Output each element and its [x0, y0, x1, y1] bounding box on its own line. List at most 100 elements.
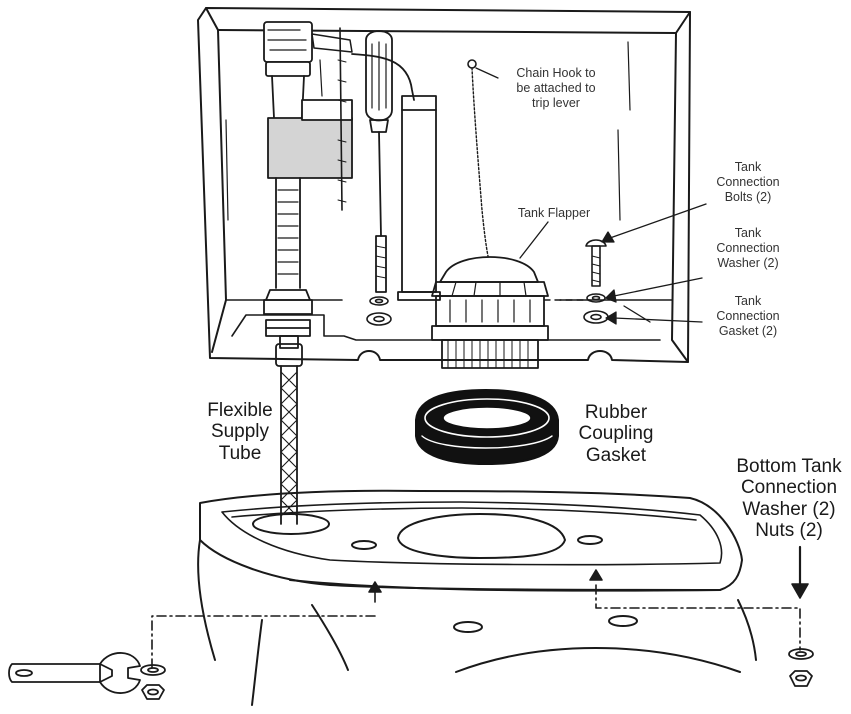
- flush-handle-grip: [365, 30, 393, 122]
- left-inner-washer-hole: [374, 298, 384, 304]
- right-bottom-hardware: [788, 648, 814, 687]
- flush-valve-spud-threads: [447, 339, 529, 369]
- left-bottom-washer: [140, 664, 166, 676]
- flexible-supply-tube-drawing: [275, 343, 303, 525]
- bottom-connection-arrow-head: [791, 583, 809, 599]
- flush-valve-body: [435, 295, 545, 327]
- wrench: [8, 652, 141, 694]
- tank-floor-lip: [231, 314, 661, 341]
- coupling-gasket-ring-highlight: [424, 398, 550, 438]
- right-up-arrow-head: [589, 569, 603, 581]
- bowl-bolt-hole-left: [351, 540, 377, 550]
- wrench-handle-slot: [15, 669, 33, 677]
- fill-valve-refill-arm: [311, 33, 353, 53]
- bowl-body-curve-3: [455, 647, 741, 673]
- fill-valve-threaded-tube: [275, 177, 301, 289]
- tank-gasket-leader: [613, 317, 703, 323]
- left-bolt-path: [151, 615, 376, 669]
- fill-valve-adjust-rod-threads: [337, 59, 347, 203]
- tank-inner-hardware-right: [583, 239, 609, 324]
- chain-links: [471, 67, 489, 257]
- fill-valve-collar: [265, 61, 311, 77]
- left-up-arrow-head: [368, 581, 382, 593]
- flush-valve: [431, 256, 549, 369]
- tank-connection-gasket-line-2: Connection: [716, 308, 780, 323]
- flush-handle-grip-ridges: [371, 41, 387, 111]
- right-bottom-nut-hole: [795, 674, 807, 682]
- left-inner-gasket-hole: [373, 315, 385, 323]
- tank-connection-gasket-line-1: Tank: [734, 294, 762, 308]
- tank-back-texture-3: [617, 129, 621, 221]
- wrench-jaw: [99, 652, 141, 694]
- fill-valve-base-nut: [263, 289, 313, 315]
- flush-handle-shaft: [378, 131, 382, 237]
- tank-connection-bolts-line-2: Connection: [716, 174, 780, 189]
- flush-handle-ferrule: [369, 119, 389, 133]
- right-inner-gasket: [583, 310, 609, 324]
- bowl-rim-top: [231, 507, 697, 521]
- chain-hook-label-line-3: trip lever: [532, 95, 580, 110]
- left-inner-washer: [369, 296, 389, 306]
- left-bottom-hardware: [140, 664, 166, 700]
- flexible-supply-tube-line-3: Tube: [218, 442, 262, 464]
- fill-valve-shaft-left: [271, 75, 275, 119]
- rubber-coupling-gasket-line-3: Gasket: [585, 444, 647, 466]
- flush-handle-bolt-threads: [375, 245, 387, 279]
- tank-back-texture-4: [225, 119, 229, 221]
- left-bottom-nut-hole: [147, 688, 159, 696]
- rubber-coupling-gasket-drawing: [415, 389, 559, 465]
- chain-hook-label-line-2: be attached to: [516, 80, 596, 95]
- bowl-bolt-hole-right: [577, 535, 603, 545]
- right-bottom-washer: [788, 648, 814, 660]
- tank-gasket-leader-extra: [623, 305, 651, 323]
- tank-connection-bolts-line-3: Bolts (2): [724, 189, 772, 204]
- tank-back-texture-1: [319, 59, 323, 97]
- bottom-tank-connection-line-4: Nuts (2): [755, 519, 823, 541]
- chain-hook-label: Chain Hook to be attached to trip lever: [504, 66, 608, 110]
- bowl-deck-outline: [199, 489, 743, 591]
- tank-bolts-leader-arrow: [601, 231, 615, 243]
- fill-valve-float: [267, 117, 353, 179]
- tank-connection-bolts-label: Tank Connection Bolts (2): [700, 160, 796, 204]
- leader-lines: [519, 203, 707, 325]
- rubber-coupling-gasket-line-1: Rubber: [584, 402, 648, 423]
- left-bottom-washer-hole: [147, 667, 159, 673]
- flapper-dome: [439, 256, 539, 283]
- coupling-gasket-lower-ring: [421, 435, 553, 449]
- bowl-opening: [397, 513, 566, 559]
- bowl-outlet-hole: [252, 513, 330, 535]
- tank-inner-hardware-left: [366, 296, 392, 326]
- bowl-deck-inner: [221, 501, 723, 566]
- left-inner-gasket: [366, 312, 392, 326]
- tank-connection-washer-line-2: Connection: [716, 240, 780, 255]
- tank-gasket-leader-arrow: [605, 311, 617, 325]
- flush-handle: [351, 30, 415, 293]
- bowl-underside-hole-left: [453, 621, 483, 633]
- tank-left-wall-inner: [205, 7, 227, 353]
- chain-hook: [467, 59, 477, 69]
- tank-connection-gasket-line-3: Gasket (2): [718, 323, 778, 338]
- supply-tube-braid-pattern: [280, 371, 298, 517]
- tank-washer-leader: [613, 277, 703, 297]
- left-bottom-nut: [141, 684, 165, 700]
- flush-valve-threaded-spud: [441, 339, 539, 369]
- alignment-lines: [151, 545, 809, 669]
- tank-connection-gasket-label: Tank Connection Gasket (2): [700, 294, 796, 338]
- flush-valve-flange: [431, 325, 549, 341]
- tank-washer-leader-arrow: [605, 289, 617, 303]
- wrench-handle: [8, 663, 113, 683]
- right-tank-bolt-shank: [591, 245, 601, 287]
- toilet-bowl: [197, 489, 757, 706]
- fill-valve-adjust-rod: [339, 27, 343, 211]
- right-inner-washer: [586, 293, 606, 303]
- right-bottom-washer-hole: [795, 651, 807, 657]
- refill-tube: [351, 53, 415, 101]
- flexible-supply-tube-line-1: Flexible: [207, 400, 273, 421]
- tank-back-texture-2: [627, 41, 631, 111]
- bowl-body-curve-2: [311, 604, 349, 671]
- tank-connection-washer-line-1: Tank: [734, 226, 762, 240]
- tank-outline: [197, 7, 691, 363]
- supply-tube-braid-outline: [280, 365, 298, 525]
